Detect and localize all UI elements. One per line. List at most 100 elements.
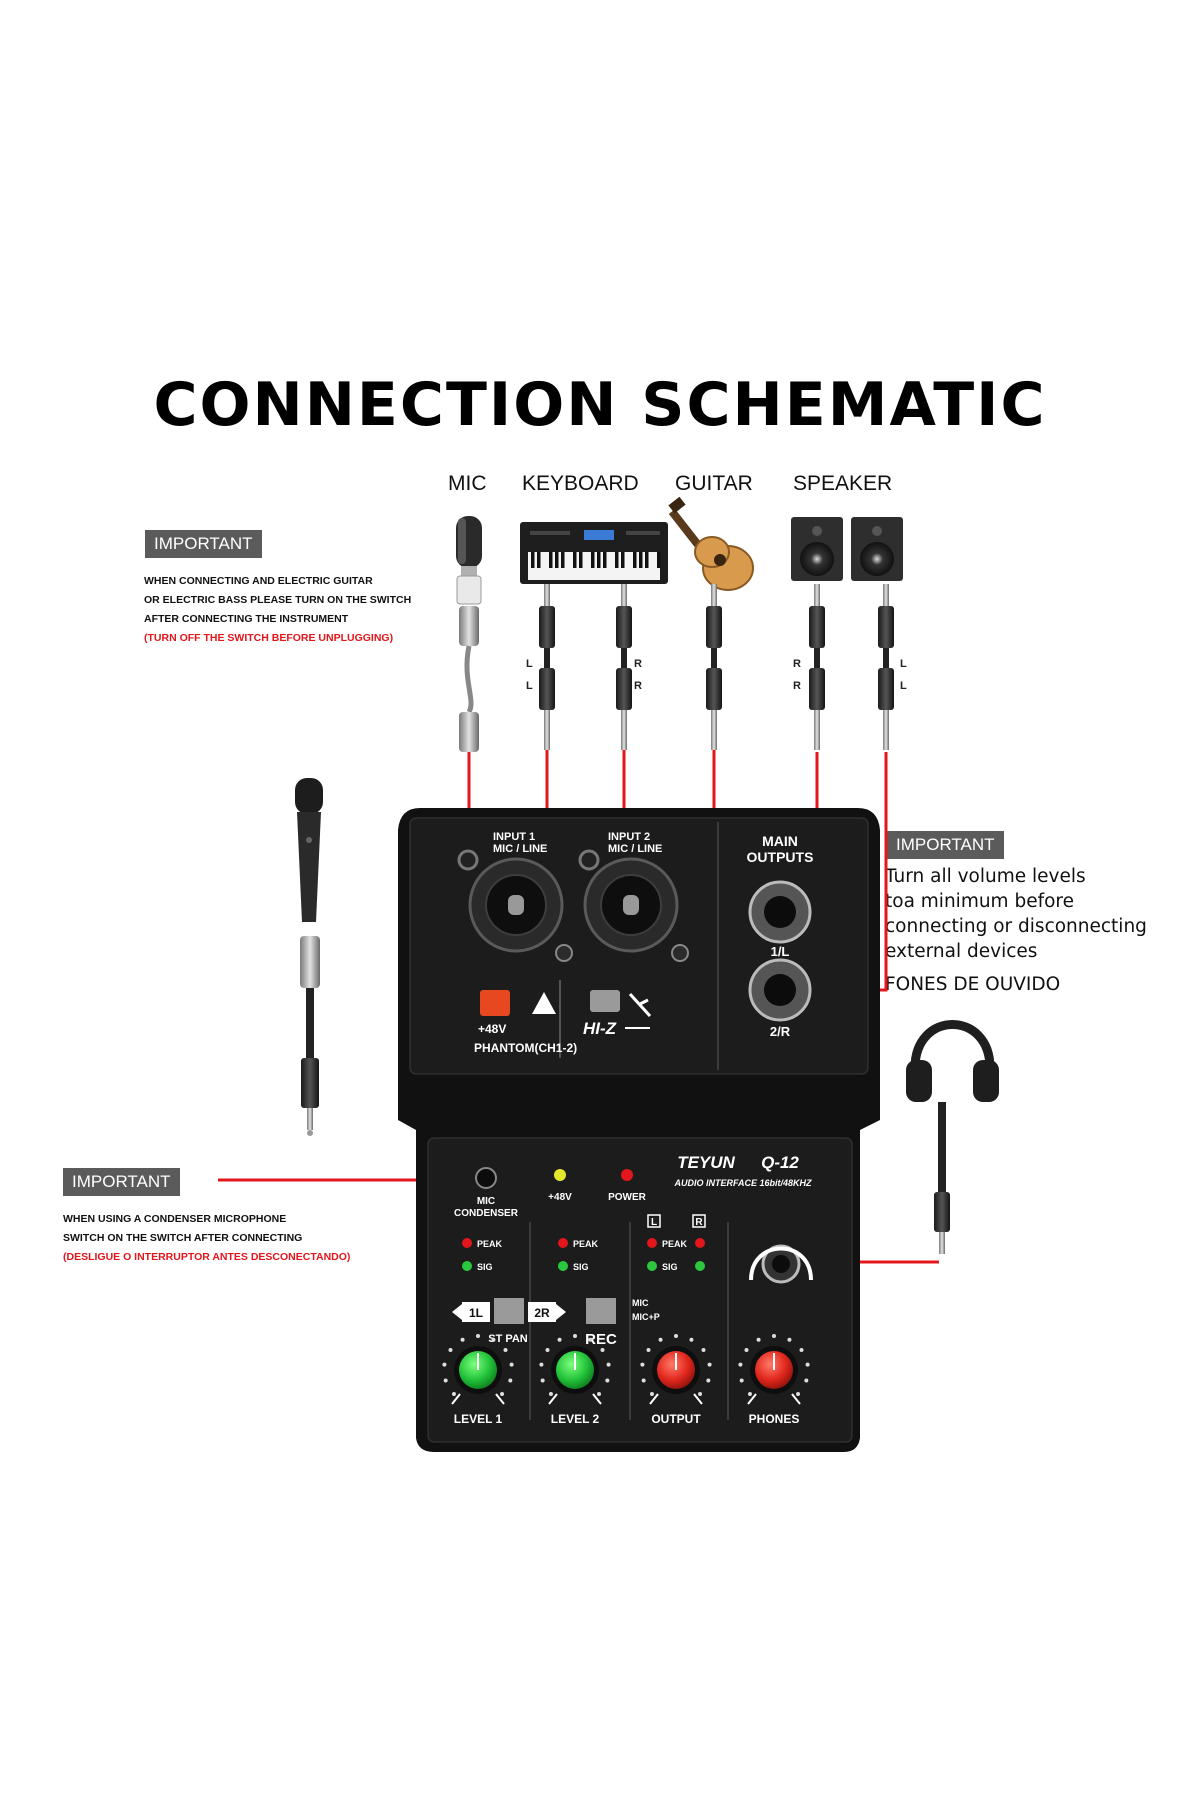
knob-scale-dot bbox=[706, 1378, 711, 1383]
brand-logo: TEYUN bbox=[677, 1153, 735, 1172]
peak-label: PEAK bbox=[477, 1239, 503, 1249]
knob[interactable] bbox=[640, 1334, 712, 1405]
input2-combo-jack[interactable] bbox=[578, 849, 689, 962]
input2-label: INPUT 2 bbox=[608, 831, 650, 843]
rec-label: REC bbox=[585, 1331, 617, 1348]
note-warning-line: (DESLIGUE O INTERRUPTOR ANTES DESCONECTA… bbox=[63, 1251, 351, 1263]
rec-mic-label: MIC bbox=[632, 1298, 649, 1308]
knob-scale-dot bbox=[573, 1334, 577, 1338]
phantom-48v-label: +48V bbox=[478, 1022, 506, 1036]
output-r-label: 2/R bbox=[770, 1024, 791, 1039]
warning-icon bbox=[532, 992, 556, 1014]
knob-scale-dot bbox=[698, 1392, 703, 1397]
phantom-power-button[interactable] bbox=[480, 990, 510, 1016]
knob-scale-dot bbox=[476, 1334, 480, 1338]
main-outputs-label: MAIN bbox=[762, 833, 798, 849]
led-48v-label: +48V bbox=[548, 1192, 572, 1203]
black-key bbox=[537, 552, 541, 568]
model-label: Q-12 bbox=[761, 1153, 799, 1172]
knob-scale-dot bbox=[738, 1362, 743, 1367]
black-key bbox=[561, 552, 565, 568]
mic-condenser-jack[interactable] bbox=[475, 1167, 497, 1189]
note-bottom-left: WHEN USING A CONDENSER MICROPHONE SWITCH… bbox=[63, 1210, 423, 1267]
knob-scale-dot bbox=[756, 1337, 761, 1342]
knob-scale-dot bbox=[747, 1392, 752, 1397]
input1-sub-label: MIC / LINE bbox=[493, 843, 547, 855]
main-outputs-label: OUTPUTS bbox=[747, 849, 814, 865]
knob-scale-dot bbox=[442, 1362, 447, 1367]
mic-condenser-label: MIC bbox=[477, 1196, 495, 1207]
st-pan-switch[interactable] bbox=[452, 1298, 566, 1324]
trs-cable bbox=[616, 584, 632, 750]
knob-scale-dot bbox=[448, 1348, 453, 1353]
knob-scale-dot bbox=[600, 1348, 605, 1353]
knob-scale-dot bbox=[500, 1392, 505, 1397]
rec-switch[interactable] bbox=[586, 1298, 616, 1324]
knob-scale-dot bbox=[509, 1362, 514, 1367]
pan-2r-label: 2R bbox=[534, 1306, 550, 1320]
peak-label: PEAK bbox=[662, 1239, 688, 1249]
mic-label: MIC bbox=[448, 472, 487, 495]
knob-scale-dot bbox=[641, 1378, 646, 1383]
knob-scale-dot bbox=[588, 1337, 593, 1342]
knob[interactable] bbox=[442, 1334, 514, 1405]
sig-label: SIG bbox=[573, 1262, 589, 1272]
input1-combo-jack[interactable] bbox=[457, 849, 573, 962]
knob-scale-dot bbox=[646, 1348, 651, 1353]
knob-level1-label: LEVEL 1 bbox=[454, 1412, 503, 1426]
sig-label: SIG bbox=[477, 1262, 493, 1272]
phones-jack[interactable] bbox=[749, 1244, 813, 1284]
led-48v-indicator bbox=[554, 1169, 566, 1181]
black-key bbox=[549, 552, 553, 568]
mic-condenser-label: CONDENSER bbox=[454, 1208, 519, 1219]
knob-scale-dot bbox=[739, 1378, 744, 1383]
note-line: AFTER CONNECTING THE INSTRUMENT bbox=[144, 613, 349, 625]
channel-leds bbox=[462, 1238, 705, 1271]
main-output-r-jack[interactable] bbox=[748, 958, 812, 1022]
knob-scale-dot bbox=[640, 1362, 645, 1367]
knob-level2-label: LEVEL 2 bbox=[551, 1412, 600, 1426]
guitar-symbol-icon bbox=[628, 992, 652, 1018]
ch-r-label: R bbox=[695, 1217, 703, 1228]
hiz-switch[interactable] bbox=[590, 990, 620, 1012]
knob-scale-dot bbox=[508, 1378, 513, 1383]
guitar-label: GUITAR bbox=[675, 472, 753, 495]
knob-scale-dot bbox=[548, 1392, 553, 1397]
trs-cable bbox=[878, 584, 894, 750]
input1-label: INPUT 1 bbox=[493, 831, 535, 843]
knob-scale-dot bbox=[539, 1362, 544, 1367]
black-key bbox=[621, 552, 625, 568]
knob[interactable] bbox=[539, 1334, 611, 1405]
handheld-mic-icon bbox=[295, 778, 323, 922]
peak-label: PEAK bbox=[573, 1239, 599, 1249]
sig-label: SIG bbox=[662, 1262, 678, 1272]
interface-subtitle: AUDIO INTERFACE 16bit/48KHZ bbox=[673, 1178, 812, 1188]
knob-scale-dot bbox=[707, 1362, 712, 1367]
cable-label: L bbox=[526, 658, 533, 670]
knob-scale-dot bbox=[597, 1392, 602, 1397]
trs-cable bbox=[539, 584, 555, 750]
speaker-left-icon bbox=[791, 517, 843, 581]
page-title: CONNECTION SCHEMATIC bbox=[153, 370, 1047, 440]
xlr-female-cable bbox=[300, 936, 320, 1136]
knobs bbox=[442, 1334, 810, 1405]
hiz-label: HI-Z bbox=[583, 1019, 617, 1038]
st-pan-label: ST PAN bbox=[488, 1333, 528, 1345]
output-l-label: 1/L bbox=[771, 944, 790, 959]
knob-scale-dot bbox=[804, 1378, 809, 1383]
knob-scale-dot bbox=[701, 1348, 706, 1353]
black-key bbox=[603, 552, 607, 568]
knob-scale-dot bbox=[451, 1392, 456, 1397]
knob[interactable] bbox=[738, 1334, 810, 1405]
knob-scale-dot bbox=[557, 1337, 562, 1342]
ch-l-label: L bbox=[651, 1217, 657, 1228]
keyboard-black-keys bbox=[531, 552, 661, 568]
cable-label: L bbox=[900, 680, 907, 692]
knob-scale-dot bbox=[787, 1337, 792, 1342]
note-line: connecting or disconnecting bbox=[885, 916, 1147, 937]
main-output-l-jack[interactable] bbox=[748, 880, 812, 944]
knob-scale-dot bbox=[606, 1362, 611, 1367]
input2-sub-label: MIC / LINE bbox=[608, 843, 662, 855]
knob-scale-dot bbox=[689, 1337, 694, 1342]
